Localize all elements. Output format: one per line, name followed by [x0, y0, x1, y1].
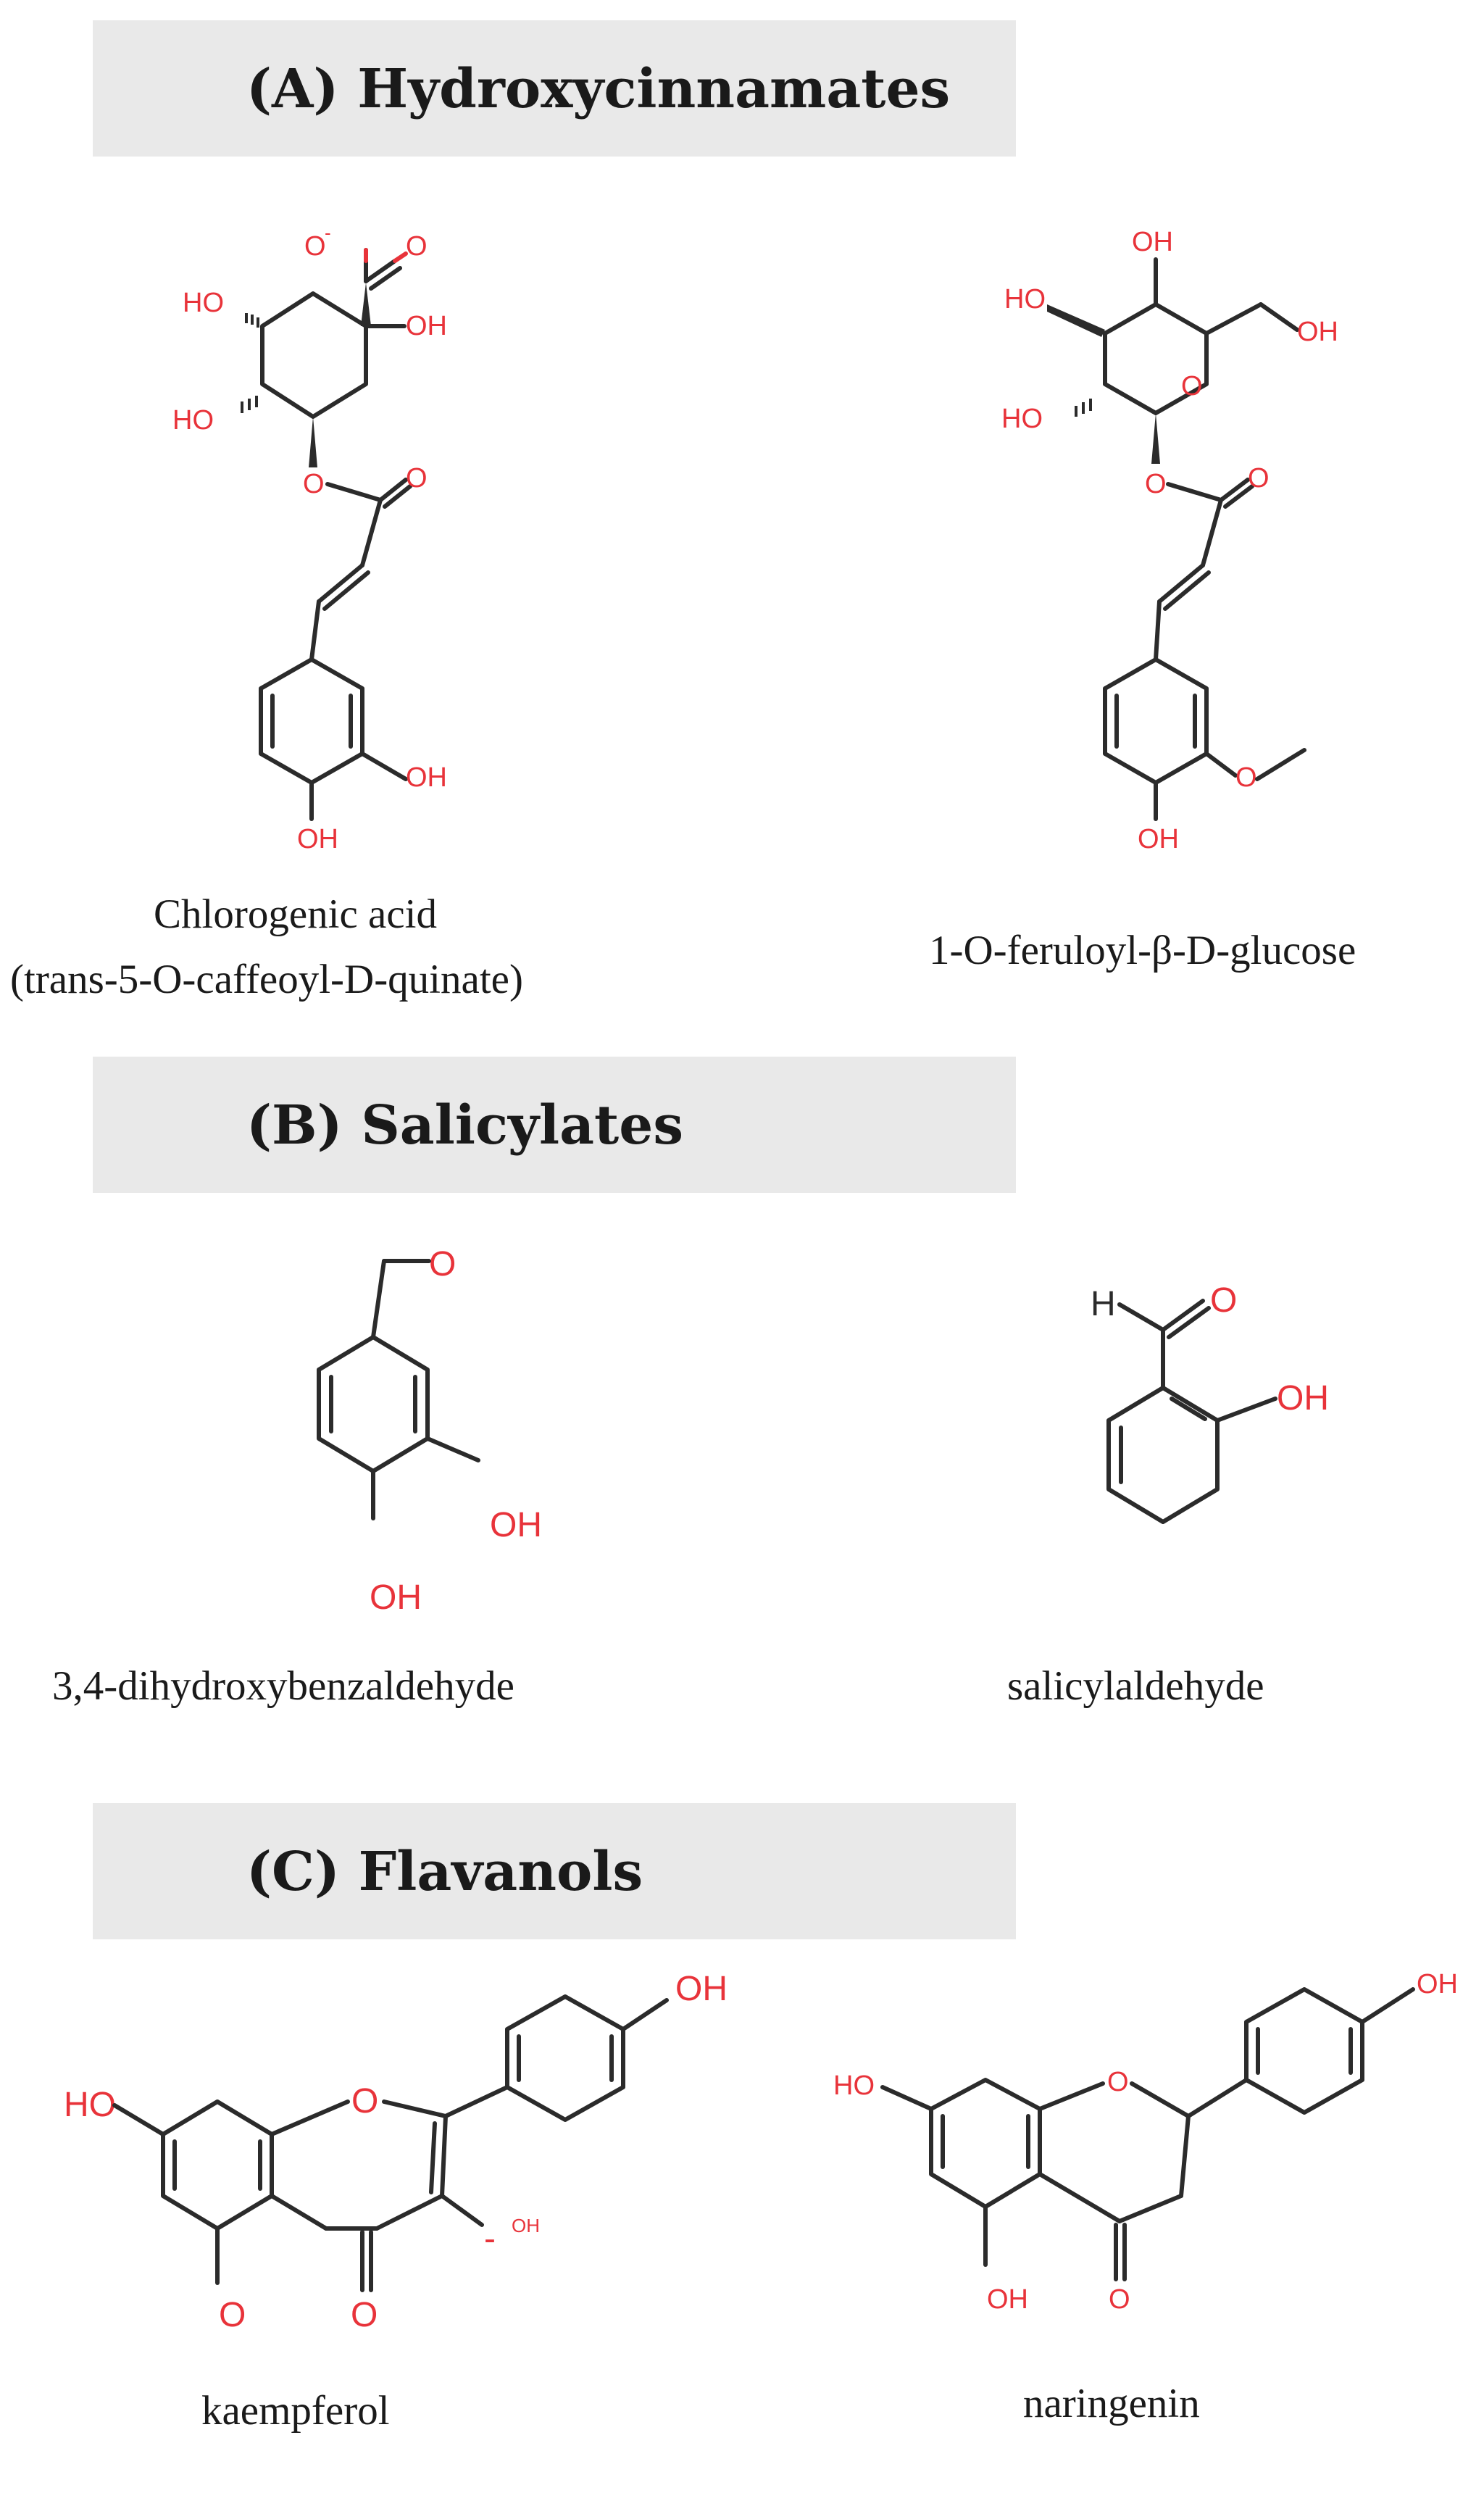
- label-h-aldehyde: H: [1091, 1285, 1116, 1323]
- chlorogenic-acid-name-line1: Chlorogenic acid: [154, 891, 437, 937]
- feruloyl-glucose-name: 1-O-feruloyl-β-D-glucose: [929, 928, 1356, 973]
- section-a: (A) Hydroxycinnamates: [93, 20, 1016, 157]
- section-a-title: (A) Hydroxycinnamates: [246, 58, 950, 120]
- label-o-aldehyde: O: [429, 1245, 456, 1283]
- kaempferol-name: kaempferol: [201, 2388, 390, 2434]
- label-ho-upper-sugar: HO: [1004, 284, 1046, 315]
- section-c-banner: [93, 1803, 1016, 1939]
- section-b-title: (B) Salicylates: [246, 1094, 683, 1157]
- label-ho-lower: HO: [172, 405, 214, 436]
- label-o-carbonyl: O: [406, 231, 428, 262]
- label-oh-5-n: OH: [987, 2284, 1028, 2315]
- label-oh-ch2: OH: [1297, 317, 1338, 347]
- label-oh-meta: OH: [406, 762, 447, 793]
- label-oh-4prime: OH: [675, 1970, 728, 2008]
- section-b-banner: [93, 1057, 1016, 1193]
- label-o-minus-k: -: [484, 2220, 496, 2258]
- section-c-title: (C) Flavanols: [246, 1841, 643, 1903]
- label-oh-4: OH: [370, 1578, 422, 1617]
- dihydroxybenzaldehyde-name: 3,4-dihydroxybenzaldehyde: [52, 1663, 514, 1709]
- label-oh-3: OH: [490, 1506, 542, 1544]
- label-o-carbonyl-n: O: [1109, 2284, 1130, 2315]
- label-o-minus: O: [304, 231, 326, 262]
- naringenin-name: naringenin: [1023, 2381, 1200, 2426]
- label-o-ring: O: [1181, 371, 1203, 401]
- label-ho-7-n: HO: [833, 2070, 875, 2101]
- dihydroxybenzaldehyde-structure: O OH OH: [317, 1245, 542, 1617]
- label-oh-4prime-n: OH: [1417, 1969, 1458, 1999]
- kaempferol-structure: OH HO O O - OH O: [64, 1970, 728, 2334]
- label-charge-minus: -: [325, 222, 331, 244]
- section-a-banner: [93, 20, 1016, 157]
- label-o-ring-c: O: [351, 2082, 378, 2120]
- chlorogenic-acid-structure: O - O OH HO HO O O OH OH: [172, 222, 447, 854]
- label-ho-7: HO: [64, 2086, 116, 2124]
- label-o-ester-carbonyl: O: [406, 463, 428, 494]
- salicylaldehyde-structure: H O OH: [1091, 1281, 1329, 1524]
- label-o-carbonyl-sugar: O: [1248, 463, 1270, 494]
- label-o-ring-n: O: [1107, 2067, 1129, 2097]
- label-oh-top: OH: [1132, 227, 1173, 257]
- label-oh-quat: OH: [406, 311, 447, 341]
- feruloyl-glucose-structure: OH HO OH O HO O O O OH: [1001, 227, 1338, 854]
- label-o-methoxy: O: [1235, 762, 1257, 793]
- salicylaldehyde-name: salicylaldehyde: [1007, 1663, 1264, 1709]
- naringenin-structure: OH HO O OH O: [833, 1969, 1458, 2315]
- section-c: (C) Flavanols: [93, 1803, 1016, 1939]
- label-ho-upper: HO: [183, 288, 224, 318]
- label-oh-para: OH: [297, 824, 338, 854]
- label-charge-minus-k: OH: [512, 2215, 540, 2236]
- chlorogenic-acid-name-line2: (trans-5-O-caffeoyl-D-quinate): [10, 957, 523, 1002]
- label-oh-5: O: [219, 2296, 246, 2334]
- label-oh-para-sugar: OH: [1138, 824, 1179, 854]
- label-ho-lower-sugar: HO: [1001, 404, 1043, 434]
- label-o-carbonyl-k: O: [351, 2296, 378, 2334]
- label-o-ester-sugar: O: [1145, 469, 1167, 499]
- label-o-ester: O: [303, 469, 325, 499]
- label-oh-sal: OH: [1277, 1379, 1329, 1418]
- section-b: (B) Salicylates: [93, 1057, 1016, 1193]
- label-o-sal: O: [1210, 1281, 1237, 1320]
